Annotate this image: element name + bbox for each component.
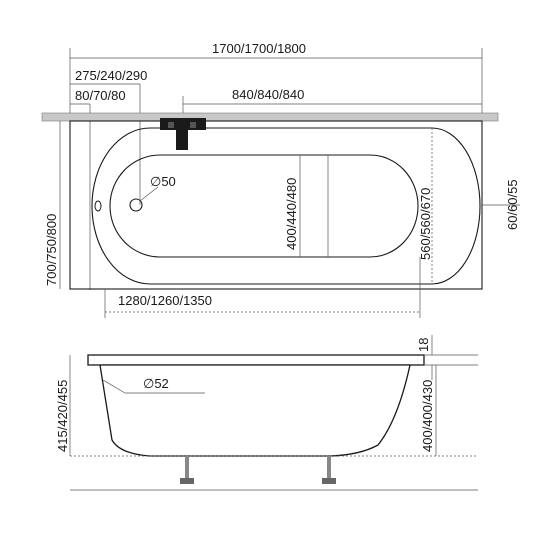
- tub-body-side: [99, 364, 411, 457]
- faucet-offset-label: 840/840/840: [232, 87, 304, 102]
- rim-offset-label: 80/70/80: [75, 88, 126, 103]
- tub-basin-capsule: [109, 154, 419, 258]
- depth-label: 400/400/430: [420, 380, 435, 452]
- side-view: ∅52 415/420/455 18 400/400/430: [55, 335, 478, 491]
- total-height-label: 415/420/455: [55, 380, 70, 452]
- inner-width-label: 400/440/480: [284, 178, 299, 250]
- drain-offset-label: 275/240/290: [75, 68, 147, 83]
- end-width-label: 60/60/55: [505, 179, 520, 230]
- tub-rim-side: [87, 354, 425, 366]
- top-view: 1700/1700/1800 275/240/290 80/70/80 840/…: [41, 41, 520, 318]
- inner-length-label: 1280/1260/1350: [118, 293, 212, 308]
- overflow-hole-icon: [94, 200, 102, 212]
- basin-width-label: 560/560/670: [418, 188, 433, 260]
- outer-width-label: 700/750/800: [44, 214, 59, 286]
- rim-thickness-label: 18: [416, 338, 431, 352]
- faucet-icon: [160, 118, 206, 150]
- drain-diameter-label: ∅50: [150, 174, 176, 189]
- tub-rim-capsule: [91, 127, 481, 285]
- overflow-diameter-label: ∅52: [143, 376, 169, 391]
- wall-strip: [41, 112, 499, 122]
- drain-icon: [129, 198, 143, 212]
- overall-length-label: 1700/1700/1800: [212, 41, 306, 56]
- leg-left-icon: [180, 456, 194, 484]
- leg-right-icon: [322, 456, 336, 484]
